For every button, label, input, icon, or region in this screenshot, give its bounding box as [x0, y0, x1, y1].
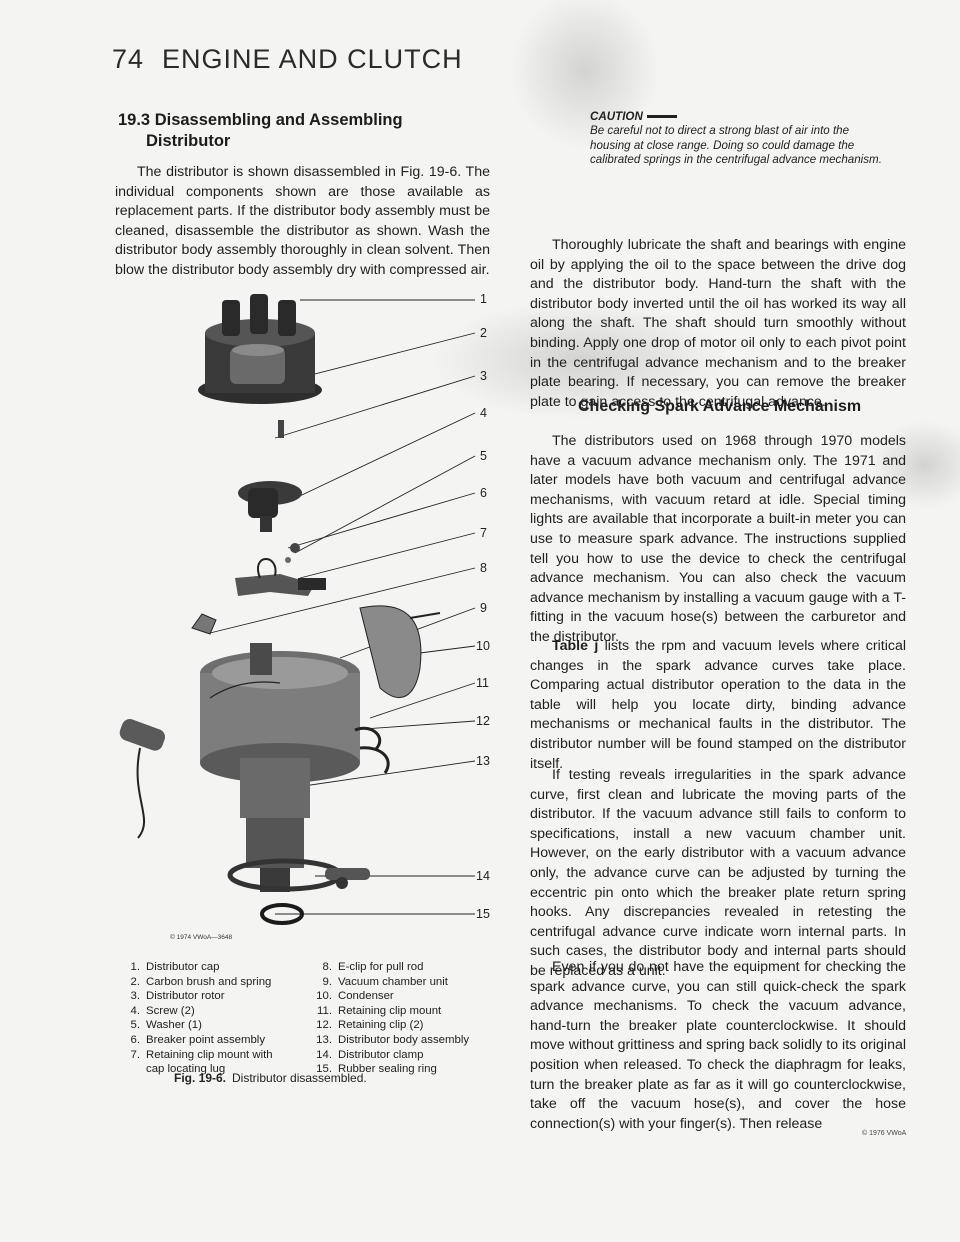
callout-3: 3	[480, 369, 487, 383]
callout-8: 8	[480, 561, 487, 575]
parts-list-number: 15.	[316, 1063, 332, 1076]
callout-10: 10	[476, 639, 490, 653]
parts-list-label: Distributor rotor	[146, 990, 225, 1003]
parts-list-left: 1. Distributor cap 2. Carbon brush and spri…	[120, 960, 320, 1077]
parts-list-item: 8. E-clip for pull rod	[312, 960, 502, 975]
table-paragraph: Table j lists the rpm and vacuum levels …	[530, 637, 906, 774]
parts-list-item: cap locating lug	[120, 1062, 320, 1077]
scan-smudge	[510, 0, 660, 150]
callout-6: 6	[480, 486, 487, 500]
callout-1: 1	[480, 292, 487, 306]
lubricate-paragraph: Thoroughly lubricate the shaft and beari…	[530, 237, 906, 410]
callout-9: 9	[480, 601, 487, 615]
parts-list-right: 8. E-clip for pull rod 9. Vacuum chamber un…	[312, 960, 502, 1077]
parts-list-item: 13. Distributor body assembly	[312, 1033, 502, 1048]
parts-list-number: 3.	[130, 990, 141, 1003]
parts-list-number: 1.	[130, 961, 141, 973]
callout-13: 13	[476, 754, 490, 768]
caution-box: CAUTION Be careful not to direct a stron…	[590, 110, 890, 168]
section-heading-line2: Distributor	[146, 132, 231, 150]
parts-list-item: 6. Breaker point assembly	[120, 1033, 320, 1048]
parts-list-number: 8.	[322, 961, 333, 973]
caution-title: CAUTION	[590, 110, 890, 124]
intro-paragraph: The distributor is shown disassembled in…	[115, 164, 490, 278]
figure-caption: Fig. 19-6. Distributor disassembled.	[174, 1071, 367, 1085]
parts-list-item: 4. Screw (2)	[120, 1004, 320, 1019]
figure-caption-label: Fig. 19-6.	[174, 1071, 227, 1085]
parts-list-label: Carbon brush and spring	[146, 975, 272, 988]
distributor-illustration	[119, 294, 476, 925]
scan-smudge	[430, 300, 730, 420]
parts-list-item: 12. Retaining clip (2)	[312, 1018, 502, 1033]
parts-list-item: 15. Rubber sealing ring	[312, 1062, 502, 1077]
parts-list-number: 10.	[316, 990, 332, 1003]
parts-list-label: Distributor cap	[146, 961, 220, 973]
parts-list-item: 10. Condenser	[312, 989, 502, 1004]
quick-check-paragraph: Even if you do not have the equipment fo…	[530, 959, 906, 1132]
parts-list-label: Screw (2)	[146, 1004, 195, 1017]
parts-list-number: 7.	[130, 1048, 141, 1061]
parts-list-number: 2.	[130, 975, 141, 988]
parts-list-number: 9.	[322, 975, 333, 988]
parts-list-label: Washer (1)	[146, 1019, 202, 1032]
parts-list-label: Vacuum chamber unit	[338, 975, 448, 988]
parts-list-label: Retaining clip (2)	[338, 1019, 424, 1032]
parts-list-label: Retaining clip mount with	[146, 1048, 273, 1061]
table-paragraph-text: lists the rpm and vacuum levels where cr…	[530, 638, 906, 772]
parts-list-number: 6.	[130, 1033, 141, 1046]
testing-paragraph: If testing reveals irregularities in the…	[530, 767, 906, 979]
section-heading-line1: 19.3 Disassembling and Assembling	[118, 111, 403, 129]
parts-list-label: Breaker point assembly	[146, 1033, 266, 1046]
parts-list-label: E-clip for pull rod	[338, 961, 424, 973]
parts-list-label: Distributor clamp	[338, 1048, 424, 1061]
callout-14: 14	[476, 869, 490, 883]
parts-list-item: 11. Retaining clip mount	[312, 1004, 502, 1019]
distributor-exploded-figure: 1 2 3 4 5 6 7 8 9 10 11 12 13 14 15	[110, 278, 500, 938]
parts-list-item: 3. Distributor rotor	[120, 989, 320, 1004]
parts-list-item: 7. Retaining clip mount with	[120, 1048, 320, 1063]
parts-list-item: 5. Washer (1)	[120, 1018, 320, 1033]
parts-list-label: Distributor body assembly	[338, 1033, 470, 1046]
table-reference: Table j	[552, 638, 599, 654]
callout-5: 5	[480, 449, 487, 463]
parts-list-label: Condenser	[338, 990, 394, 1003]
parts-list-label: Retaining clip mount	[338, 1004, 442, 1017]
parts-list-item: 9. Vacuum chamber unit	[312, 975, 502, 990]
parts-list-number: 5.	[130, 1019, 141, 1032]
parts-list-item: 2. Carbon brush and spring	[120, 975, 320, 990]
parts-list-label: cap locating lug	[146, 1063, 226, 1076]
callout-4: 4	[480, 406, 487, 420]
figure-copyright: © 1974 VWoA—3648	[170, 934, 233, 941]
page-header: 74 ENGINE AND CLUTCH	[112, 44, 463, 75]
page-number: 74	[112, 44, 145, 74]
callout-15: 15	[476, 907, 490, 921]
parts-list-number: 13.	[316, 1033, 332, 1046]
callout-11: 11	[476, 676, 489, 690]
figure-caption-text: Distributor disassembled.	[232, 1071, 367, 1085]
parts-list-number: 12.	[316, 1019, 332, 1032]
parts-list-item: 14. Distributor clamp	[312, 1048, 502, 1063]
caution-text: Be careful not to direct a strong blast …	[590, 124, 882, 167]
scan-smudge	[870, 420, 960, 510]
parts-list-number: 4.	[130, 1004, 141, 1017]
callout-12: 12	[476, 714, 490, 728]
checking-paragraph: The distributors used on 1968 through 19…	[530, 433, 906, 645]
chapter-title: ENGINE AND CLUTCH	[162, 44, 463, 74]
section-heading: 19.3 Disassembling and Assembling Distri…	[118, 110, 478, 152]
parts-list-label: Rubber sealing ring	[338, 1063, 437, 1076]
checking-spark-advance-heading: Checking Spark Advance Mechanism	[578, 398, 862, 415]
parts-list-item: 1. Distributor cap	[120, 960, 320, 975]
parts-list-number: 14.	[316, 1048, 332, 1061]
callout-2: 2	[480, 326, 487, 340]
parts-list-number: 11.	[317, 1004, 332, 1017]
parts-list-number	[120, 1062, 140, 1077]
callout-7: 7	[480, 526, 487, 540]
page-copyright: © 1976 VWoA	[862, 1130, 907, 1137]
